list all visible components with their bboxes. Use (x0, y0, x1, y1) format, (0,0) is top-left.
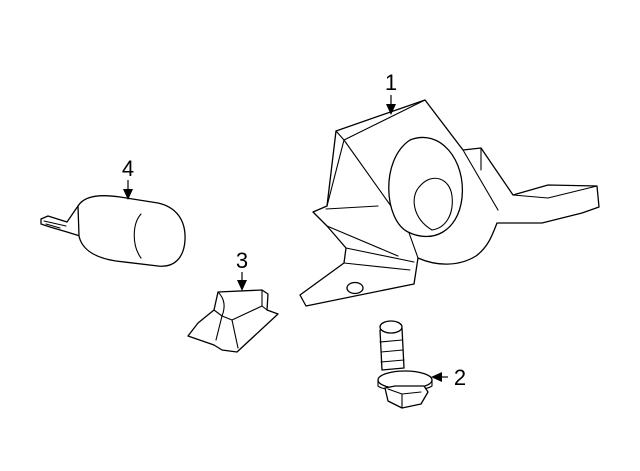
bracket-part (299, 99, 600, 307)
callout-2: 2 (431, 365, 466, 390)
callout-number-3: 3 (236, 248, 248, 273)
callout-number-1: 1 (385, 70, 397, 95)
callout-3: 3 (236, 248, 248, 291)
bolt-part (377, 320, 433, 409)
bulb-part (40, 195, 186, 267)
callout-number-2: 2 (454, 365, 466, 390)
callout-number-4: 4 (122, 156, 134, 181)
callout-1: 1 (385, 70, 397, 115)
callout-4: 4 (122, 156, 134, 200)
clip-part (187, 289, 279, 353)
